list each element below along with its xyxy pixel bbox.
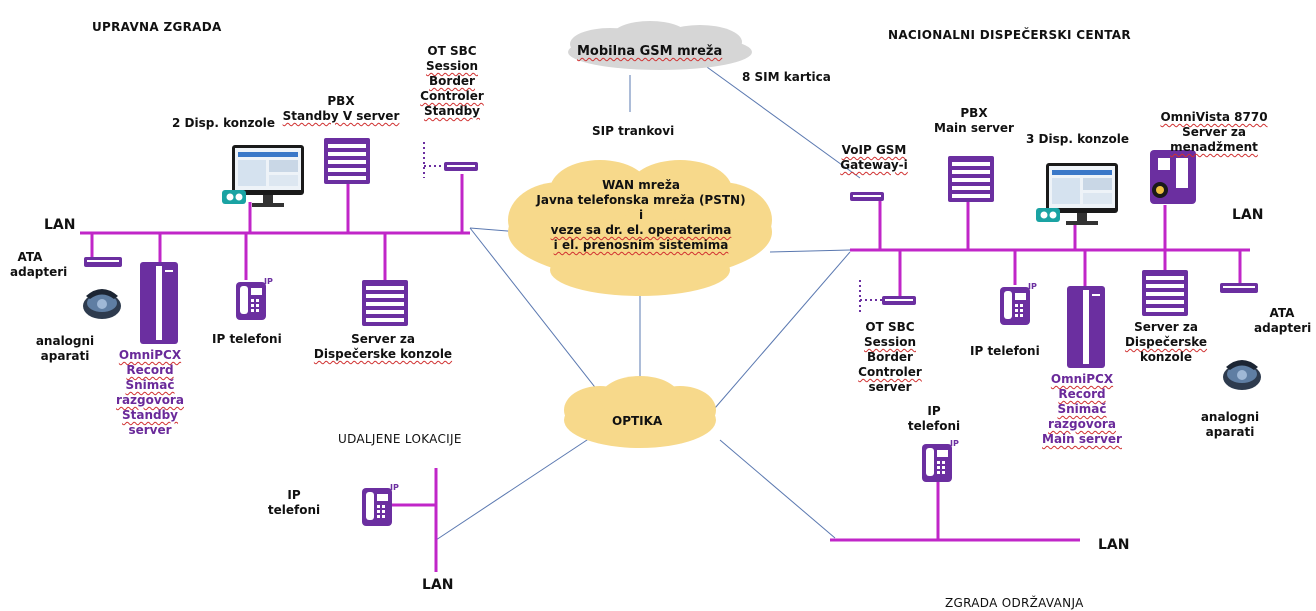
sip-link-label: SIP trankovi bbox=[592, 124, 675, 138]
wan-cloud-label: WAN mreža Javna telefonska mreža (PSTN) … bbox=[536, 178, 746, 252]
left-ip-phone-icon bbox=[236, 277, 273, 320]
right-sbc-icon bbox=[882, 296, 916, 305]
right-ata-icon bbox=[1220, 283, 1258, 293]
left-lan-label: LAN bbox=[44, 217, 76, 233]
right-voip-gateway-icon bbox=[850, 192, 884, 201]
right-pbx-server-icon bbox=[948, 156, 994, 202]
right-lan-label: LAN bbox=[1232, 207, 1264, 223]
link-wan-right-lan bbox=[769, 249, 851, 253]
remote-site-title: UDALJENE LOKACIJE bbox=[338, 432, 462, 446]
gsm-cloud-label: Mobilna GSM mreža bbox=[577, 44, 723, 59]
optika-cloud-label: OPTIKA bbox=[612, 414, 663, 428]
right-site-title: NACIONALNI DISPEČERSKI CENTAR bbox=[888, 28, 1131, 42]
gsm-cloud bbox=[568, 21, 752, 70]
left-ip-phones-label: IP telefoni bbox=[212, 332, 282, 346]
right-ip-phones-label: IP telefoni bbox=[970, 344, 1040, 358]
link-optika-maintenance bbox=[719, 439, 836, 539]
left-console-headset-icon bbox=[222, 190, 246, 204]
left-pbx-server-icon bbox=[324, 138, 370, 184]
right-ip-phone-icon bbox=[1000, 282, 1037, 325]
right-disp-server-icon bbox=[1142, 270, 1188, 316]
left-ata-icon bbox=[84, 257, 122, 267]
remote-lan-label: LAN bbox=[422, 577, 454, 593]
left-site-title: UPRAVNA ZGRADA bbox=[92, 20, 222, 34]
right-recorder-icon bbox=[1067, 286, 1105, 368]
right-analog-phone-icon bbox=[1223, 360, 1261, 390]
optika-cloud bbox=[564, 376, 716, 448]
wan-cloud bbox=[508, 160, 772, 296]
maintenance-lan-label: LAN bbox=[1098, 537, 1130, 553]
wan-links bbox=[435, 61, 861, 541]
right-console-headset-icon bbox=[1036, 208, 1060, 222]
link-gsm-voip bbox=[699, 61, 861, 179]
right-consoles-label: 3 Disp. konzole bbox=[1026, 132, 1129, 146]
left-recorder-icon bbox=[140, 262, 178, 344]
maintenance-site-title: ZGRADA ODRŽAVANJA bbox=[945, 596, 1084, 610]
link-left-lan-optika bbox=[469, 227, 606, 401]
left-analog-phone-icon bbox=[83, 289, 121, 319]
left-sbc-icon bbox=[444, 162, 478, 171]
omnivista-server-icon bbox=[1150, 150, 1196, 204]
sim-link-label: 8 SIM kartica bbox=[742, 70, 831, 84]
left-consoles-label: 2 Disp. konzole bbox=[172, 116, 275, 130]
link-optika-right-lan bbox=[714, 251, 851, 409]
left-disp-server-icon bbox=[362, 280, 408, 326]
link-optika-remote bbox=[435, 437, 591, 541]
maintenance-ip-phone-icon bbox=[922, 439, 959, 482]
